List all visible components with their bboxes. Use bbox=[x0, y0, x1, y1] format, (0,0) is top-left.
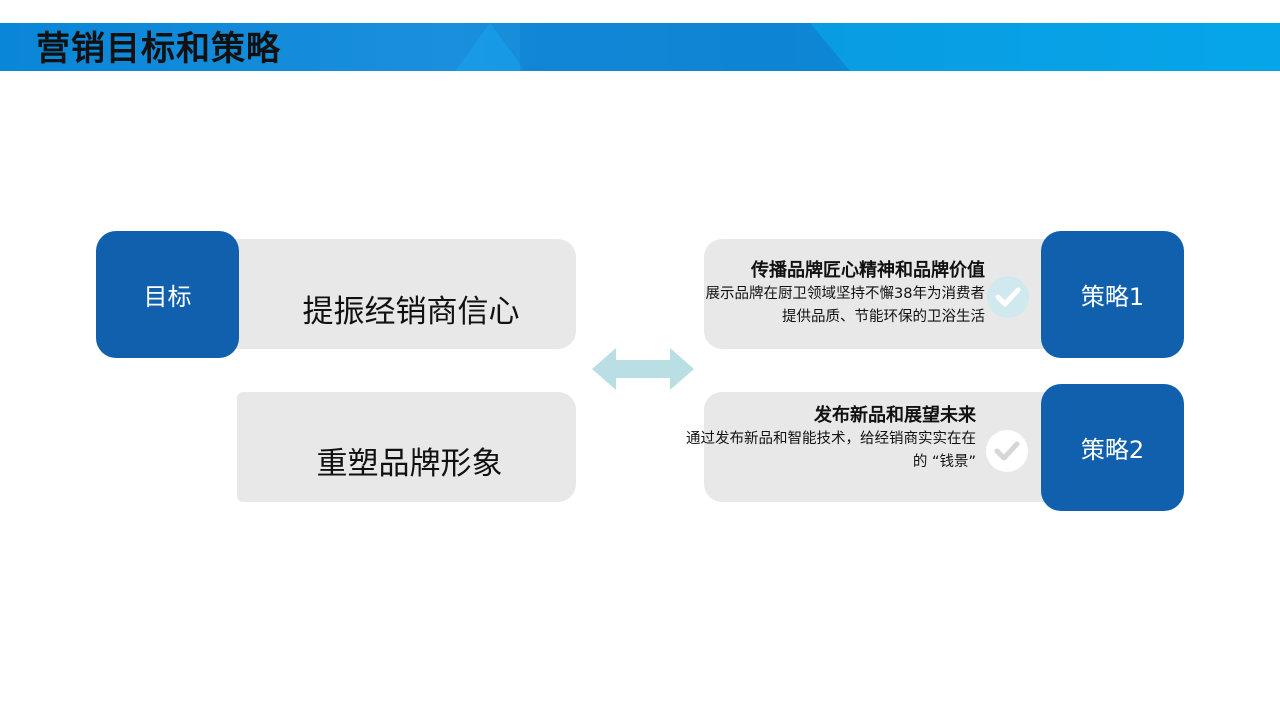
strategy-heading-2: 发布新品和展望未来 bbox=[814, 405, 976, 426]
double-arrow-icon bbox=[592, 348, 694, 390]
strategy-heading-1: 传播品牌匠心精神和品牌价值 bbox=[751, 260, 985, 281]
goal-card-1: 提振经销商信心 bbox=[234, 239, 576, 349]
goal-text-2: 重塑品牌形象 bbox=[316, 445, 503, 482]
goal-card-2: 重塑品牌形象 bbox=[237, 392, 576, 502]
strategy-tab-2: 策略2 bbox=[1041, 384, 1184, 511]
header-band bbox=[0, 23, 1280, 71]
check-circle-icon bbox=[986, 430, 1028, 472]
strategy-tab-label-1: 策略1 bbox=[1080, 283, 1145, 311]
strategy-body-2: 通过发布新品和智能技术，给经销商实实在在的 “钱景” bbox=[686, 431, 976, 470]
goal-tab-label: 目标 bbox=[143, 283, 192, 311]
page-title: 营销目标和策略 bbox=[36, 29, 281, 69]
goal-text-1: 提振经销商信心 bbox=[302, 293, 520, 330]
strategy-body-1: 展示品牌在厨卫领域坚持不懈38年为消费者提供品质、节能环保的卫浴生活 bbox=[705, 286, 985, 325]
strategy-tab-label-2: 策略2 bbox=[1080, 436, 1145, 464]
check-circle-icon bbox=[987, 276, 1029, 318]
strategy-tab-1: 策略1 bbox=[1041, 231, 1184, 358]
goal-tab: 目标 bbox=[96, 231, 239, 358]
